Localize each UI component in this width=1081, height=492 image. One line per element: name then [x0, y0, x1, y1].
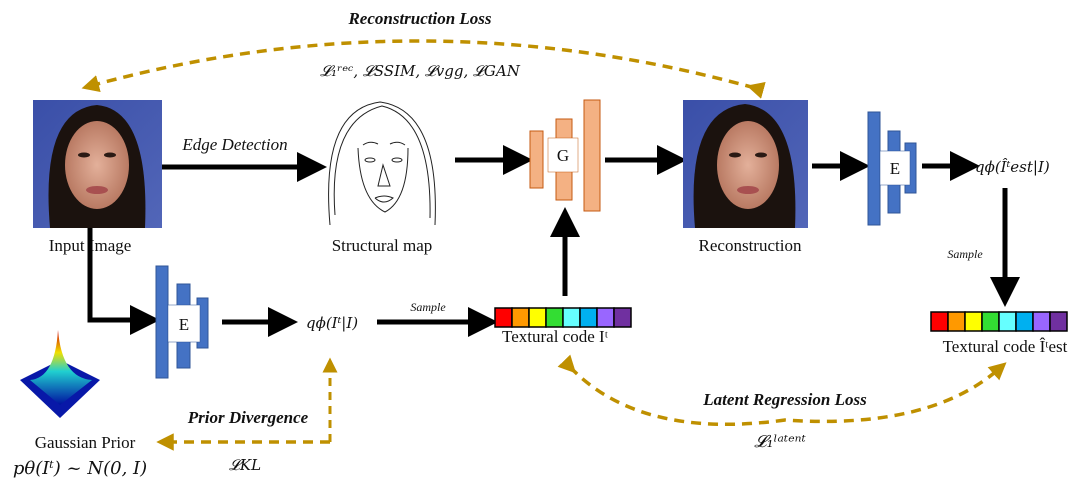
reconstruction-loss-formula: 𝓛₁ʳᵉᶜ, 𝓛SSIM, 𝓛vgg, 𝓛GAN: [320, 62, 521, 80]
structural-map-image: [328, 101, 436, 226]
sample-left-label: Sample: [410, 300, 446, 314]
code-cell: [998, 311, 1017, 332]
textural-code-est-bar: [930, 311, 1068, 332]
input-to-encoder-arrow: [87, 228, 160, 335]
code-cell: [981, 311, 1000, 332]
code-cell: [930, 311, 949, 332]
latent-regression-loss-label: Latent Regression Loss: [702, 390, 867, 409]
q-posterior-formula: qϕ(Iᵗ|I): [306, 314, 358, 332]
generator-label: G: [557, 146, 569, 165]
latent-loss-formula: 𝓛₁ˡᵃᵗᵉⁿᵗ: [754, 432, 806, 452]
encoder-block-left: E: [155, 265, 209, 379]
prior-formula: pθ(Iᵗ) ~ N(0, I): [13, 458, 147, 479]
code-cell: [579, 307, 598, 328]
code-cell: [964, 311, 983, 332]
encoder-label-right: E: [890, 159, 900, 178]
textural-code-est-label: Textural code Îᵗest: [943, 337, 1068, 356]
generator-block: G: [529, 99, 601, 212]
reconstruction-image: [683, 100, 808, 228]
encoder-block-right: E: [867, 111, 917, 226]
code-cell: [562, 307, 581, 328]
code-cell: [1032, 311, 1051, 332]
code-cell: [494, 307, 513, 328]
kl-loss-formula: 𝓛KL: [229, 456, 261, 474]
code-cell: [613, 307, 632, 328]
reconstruction-loss-label: Reconstruction Loss: [347, 9, 491, 28]
gaussian-prior-label: Gaussian Prior: [35, 433, 136, 452]
gaussian-surface-icon: [20, 330, 100, 418]
reconstruction-label: Reconstruction: [699, 236, 802, 255]
code-cell: [1049, 311, 1068, 332]
prior-divergence-label: Prior Divergence: [187, 408, 309, 427]
code-cell: [947, 311, 966, 332]
structural-map-label: Structural map: [332, 236, 433, 255]
edge-detection-label: Edge Detection: [181, 135, 287, 154]
code-cell: [528, 307, 547, 328]
sample-right-label: Sample: [947, 247, 983, 261]
code-cell: [596, 307, 615, 328]
textural-code-label: Textural code Iᵗ: [502, 327, 608, 346]
input-image: [33, 100, 162, 228]
code-cell: [1015, 311, 1034, 332]
q-est-formula: qϕ(Îᵗest|I): [975, 158, 1050, 176]
code-cell: [545, 307, 564, 328]
encoder-label-left: E: [179, 315, 189, 334]
latent-regression-loss-arrow: [557, 354, 1007, 426]
textural-code-bar: [494, 307, 632, 328]
code-cell: [511, 307, 530, 328]
